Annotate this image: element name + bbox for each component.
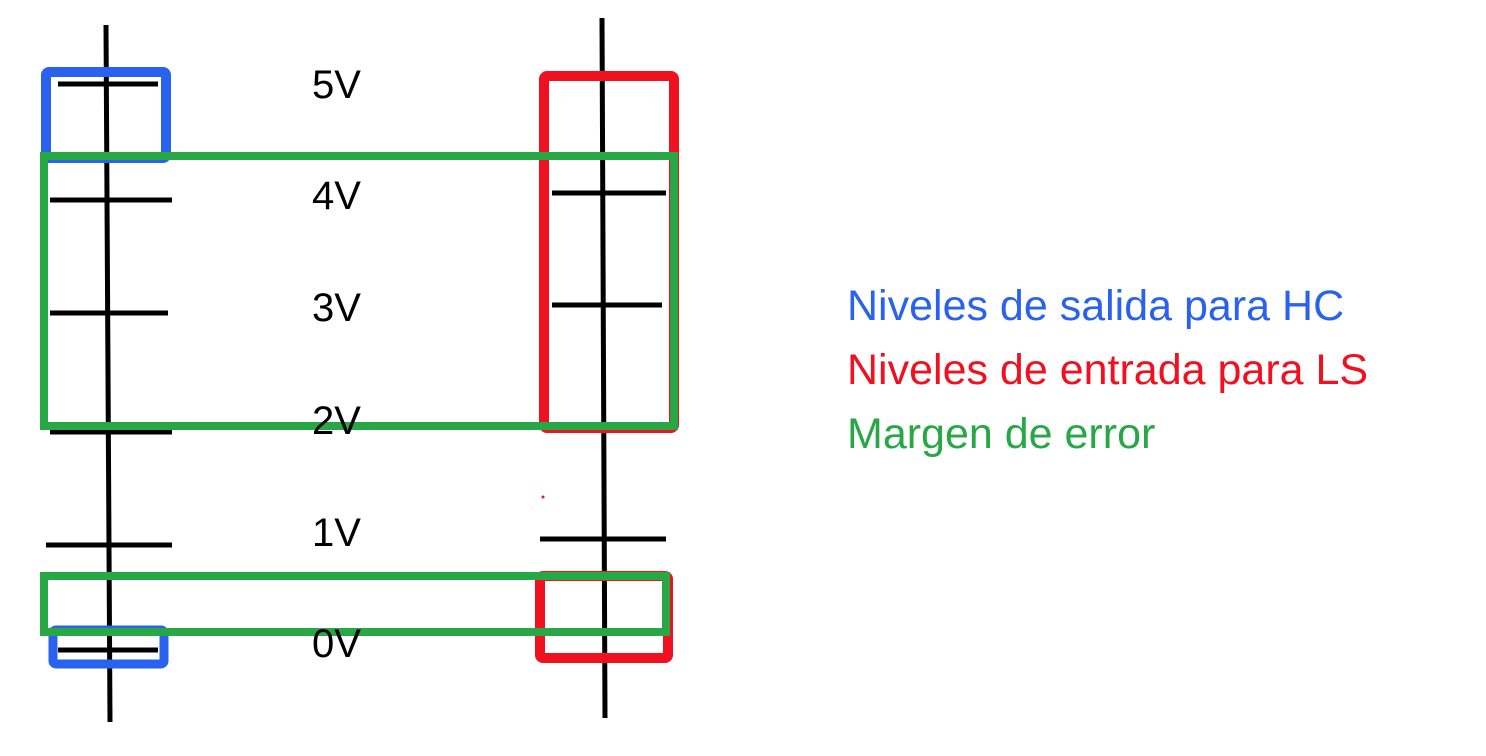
hc-axis-line <box>103 24 113 723</box>
voltage-label-3v: 3V <box>312 286 361 330</box>
legend: Niveles de salida para HC Niveles de ent… <box>847 274 1368 466</box>
ls-axis-line <box>599 17 608 719</box>
error-margin-low-box <box>40 572 670 636</box>
stray-dot <box>541 495 545 499</box>
legend-item-hc-output: Niveles de salida para HC <box>847 282 1345 330</box>
voltage-label-0v: 0V <box>312 622 361 666</box>
voltage-label-1v: 1V <box>312 511 361 555</box>
legend-item-ls-input: Niveles de entrada para LS <box>847 346 1369 394</box>
error-margin-high-box <box>40 152 678 430</box>
voltage-label-5v: 5V <box>312 63 361 107</box>
voltage-label-4v: 4V <box>312 174 361 218</box>
voltage-label-2v: 2V <box>312 399 361 443</box>
legend-item-error-margin: Margen de error <box>847 410 1156 458</box>
ls-high-input-box <box>539 71 679 433</box>
